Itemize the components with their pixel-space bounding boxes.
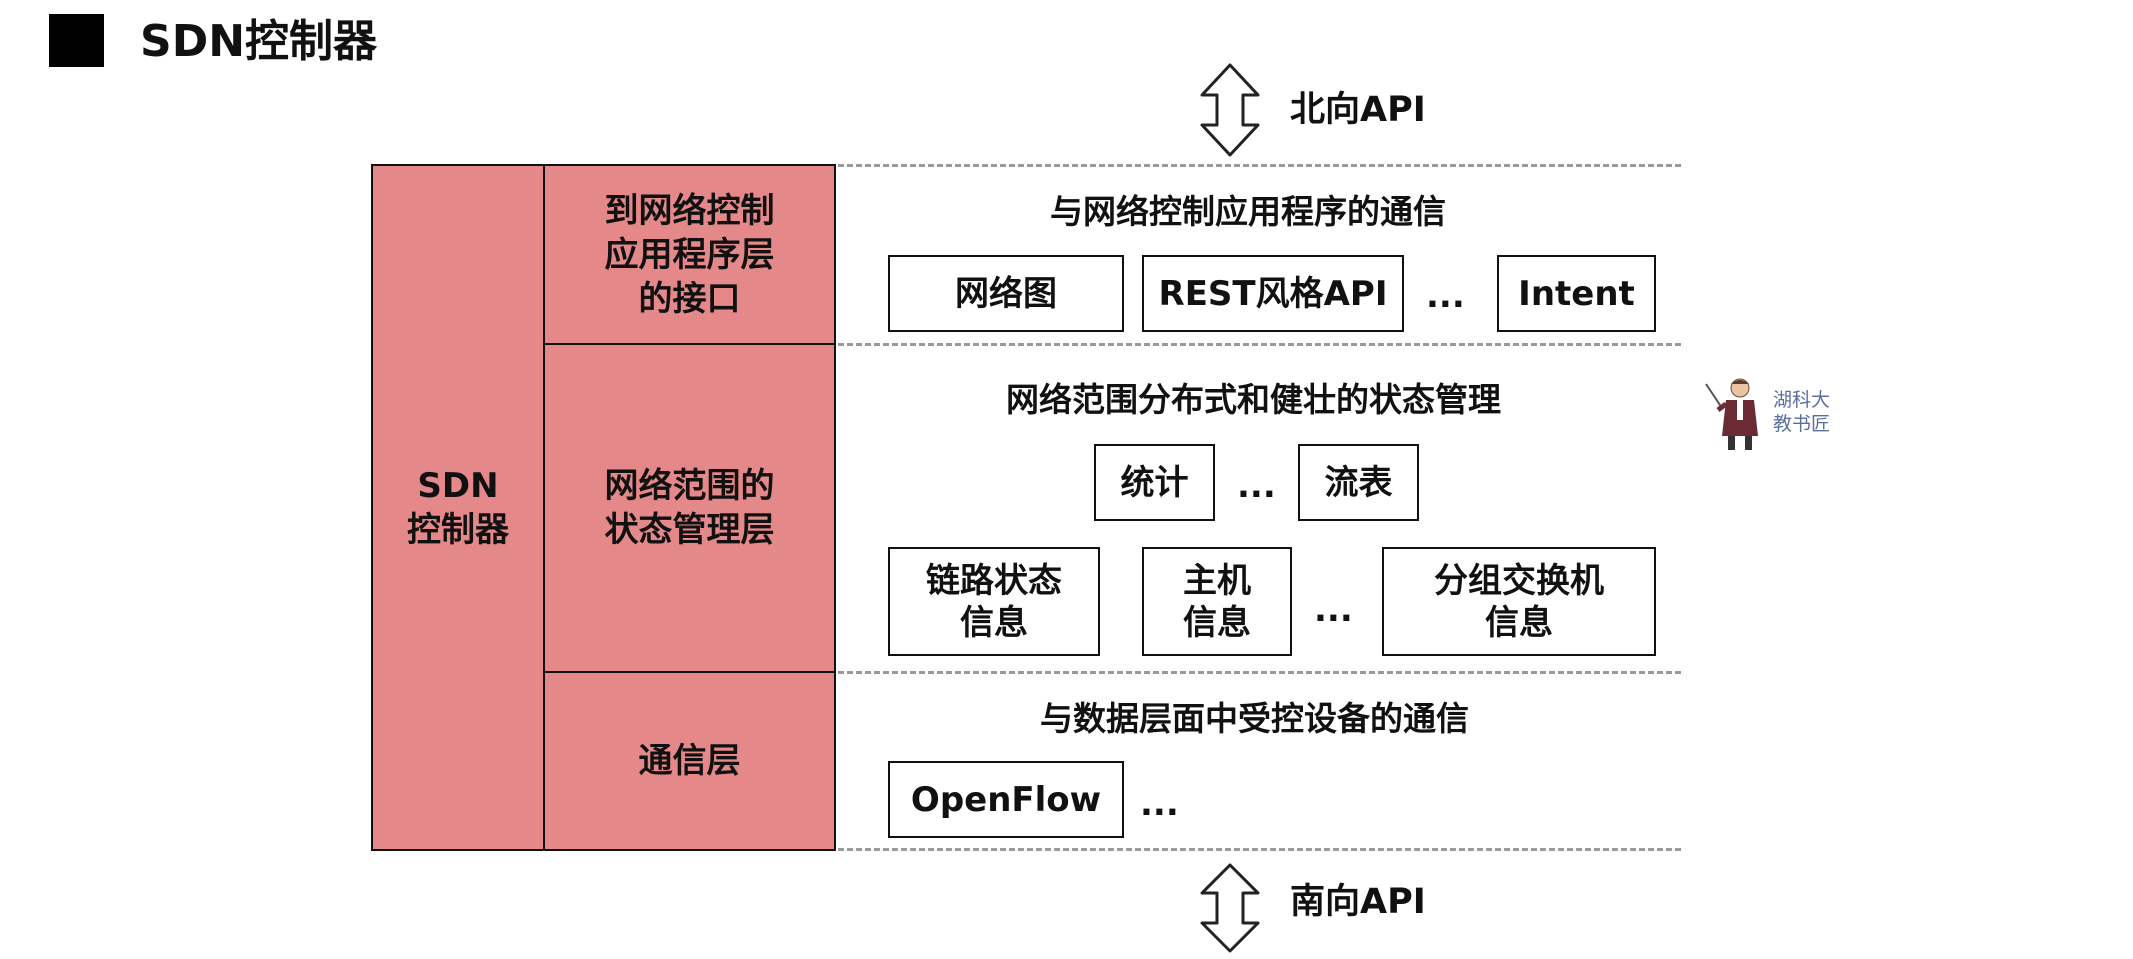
item-host-line2: 信息: [1183, 602, 1251, 643]
layer-comm-label: 通信层: [638, 741, 741, 781]
item-openflow: OpenFlow: [888, 761, 1124, 838]
item-rest-api: REST风格API: [1142, 255, 1404, 332]
item-host-info: 主机 信息: [1142, 547, 1292, 656]
item-statistics: 统计: [1094, 444, 1215, 521]
controller-label-line2: 控制器: [407, 509, 509, 550]
north-api-label: 北向API: [1290, 90, 1426, 130]
section-top-ellipsis: ...: [1426, 276, 1465, 316]
dashed-separator-bottom: [838, 848, 1681, 851]
item-host-line1: 主机: [1183, 560, 1251, 601]
item-switch-info: 分组交换机 信息: [1382, 547, 1656, 656]
dashed-separator-upper: [838, 343, 1681, 346]
title-square-icon: [49, 14, 104, 67]
south-api-arrow-icon: [1200, 863, 1260, 953]
section-top-title: 与网络控制应用程序的通信: [1050, 192, 1446, 231]
layer-state-management: 网络范围的 状态管理层: [543, 343, 836, 673]
page-title: SDN控制器: [140, 16, 378, 67]
watermark-line1: 湖科大: [1773, 389, 1831, 411]
item-intent: Intent: [1497, 255, 1656, 332]
sdn-controller-block: SDN 控制器: [371, 164, 545, 851]
item-network-graph: 网络图: [888, 255, 1124, 332]
layer-communication: 通信层: [543, 671, 836, 851]
watermark-line2: 教书匠: [1773, 413, 1831, 435]
teacher-mascot-icon: [1705, 378, 1758, 450]
layer-app-interface: 到网络控制 应用程序层 的接口: [543, 164, 836, 345]
item-switch-line1: 分组交换机: [1434, 560, 1604, 601]
layer-state-line1: 网络范围的: [604, 466, 775, 506]
layer-state-line2: 状态管理层: [604, 510, 775, 550]
item-switch-line2: 信息: [1485, 602, 1553, 643]
dashed-separator-lower: [838, 671, 1681, 674]
item-flow-table: 流表: [1298, 444, 1419, 521]
section-bottom-ellipsis: ...: [1140, 784, 1179, 824]
layer-app-interface-line2: 应用程序层: [604, 234, 775, 275]
section-middle-ellipsis-2: ...: [1314, 590, 1353, 630]
north-api-arrow-icon: [1200, 63, 1260, 157]
layer-app-interface-line3: 的接口: [638, 278, 741, 319]
section-middle-title: 网络范围分布式和健壮的状态管理: [1006, 380, 1501, 419]
layer-app-interface-line1: 到网络控制: [604, 190, 775, 231]
south-api-label: 南向API: [1290, 882, 1426, 922]
section-middle-ellipsis-1: ...: [1237, 466, 1276, 506]
dashed-separator-top: [838, 164, 1681, 167]
item-link-state-line2: 信息: [960, 602, 1028, 643]
controller-label-line1: SDN: [417, 465, 499, 506]
item-link-state-info: 链路状态 信息: [888, 547, 1100, 656]
section-bottom-title: 与数据层面中受控设备的通信: [1040, 699, 1469, 738]
item-link-state-line1: 链路状态: [926, 560, 1062, 601]
